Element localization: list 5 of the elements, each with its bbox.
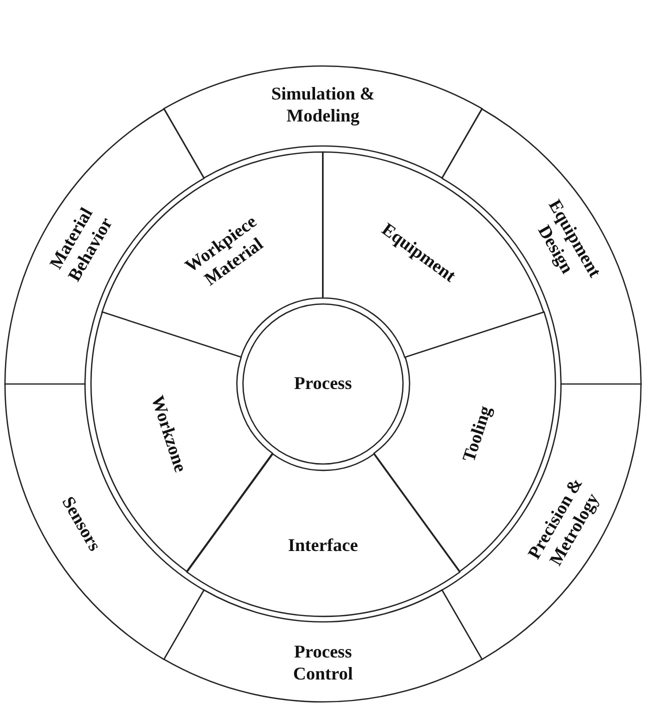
segment-label: Process <box>293 373 353 395</box>
segment-label: Simulation & Modeling <box>270 83 376 127</box>
segment-label: Interface <box>287 535 359 557</box>
segment-label: Workzone <box>146 392 192 476</box>
segment-label: Process Control <box>292 641 354 685</box>
